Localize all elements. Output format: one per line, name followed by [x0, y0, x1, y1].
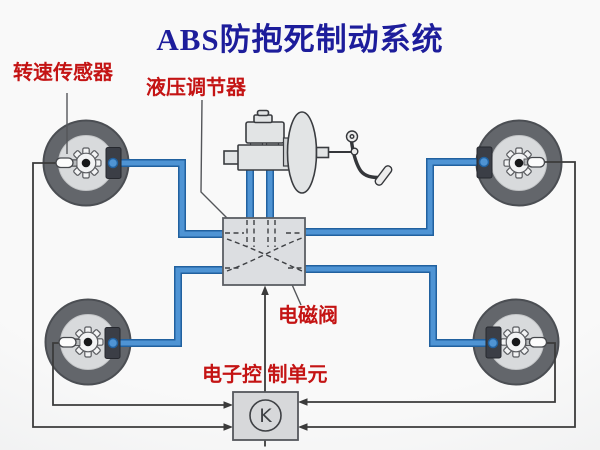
speed-sensor-icon-top-left: [55, 157, 78, 169]
label-speed-sensor: 转速传感器: [13, 62, 113, 84]
label-ecu: 电子控 制单元: [202, 364, 328, 386]
diagram-title: ABS防抱死制动系统: [156, 22, 444, 57]
master-cylinder-outlet: [223, 150, 240, 165]
pedal-pad: [374, 165, 393, 186]
brake-calipers: [104, 146, 502, 359]
speed-sensors: [55, 156, 548, 348]
ecu-box: K: [232, 391, 299, 441]
ecu-symbol: K: [259, 405, 272, 427]
speed-sensor-icon-top-right: [523, 156, 546, 168]
master-cylinder-body: [237, 144, 290, 171]
label-solenoid-valve: 电磁阀: [278, 305, 338, 327]
sensor-wires: [32, 161, 576, 447]
hydraulic-lines: [113, 158, 493, 347]
brake-pedal: [345, 130, 393, 186]
brake-booster: [286, 111, 318, 194]
label-hydraulic-regulator: 液压调节器: [146, 77, 246, 99]
relay-circle-icon: [249, 399, 282, 432]
speed-sensor-icon-bottom-right: [525, 336, 548, 348]
master-cylinder-assembly: [223, 109, 393, 194]
fluid-reservoir: [245, 121, 285, 144]
leader-hydraulic-regulator: [200, 99, 238, 229]
hydraulic-modulator-box: [222, 217, 306, 286]
speed-sensor-icon-bottom-left: [58, 336, 81, 348]
